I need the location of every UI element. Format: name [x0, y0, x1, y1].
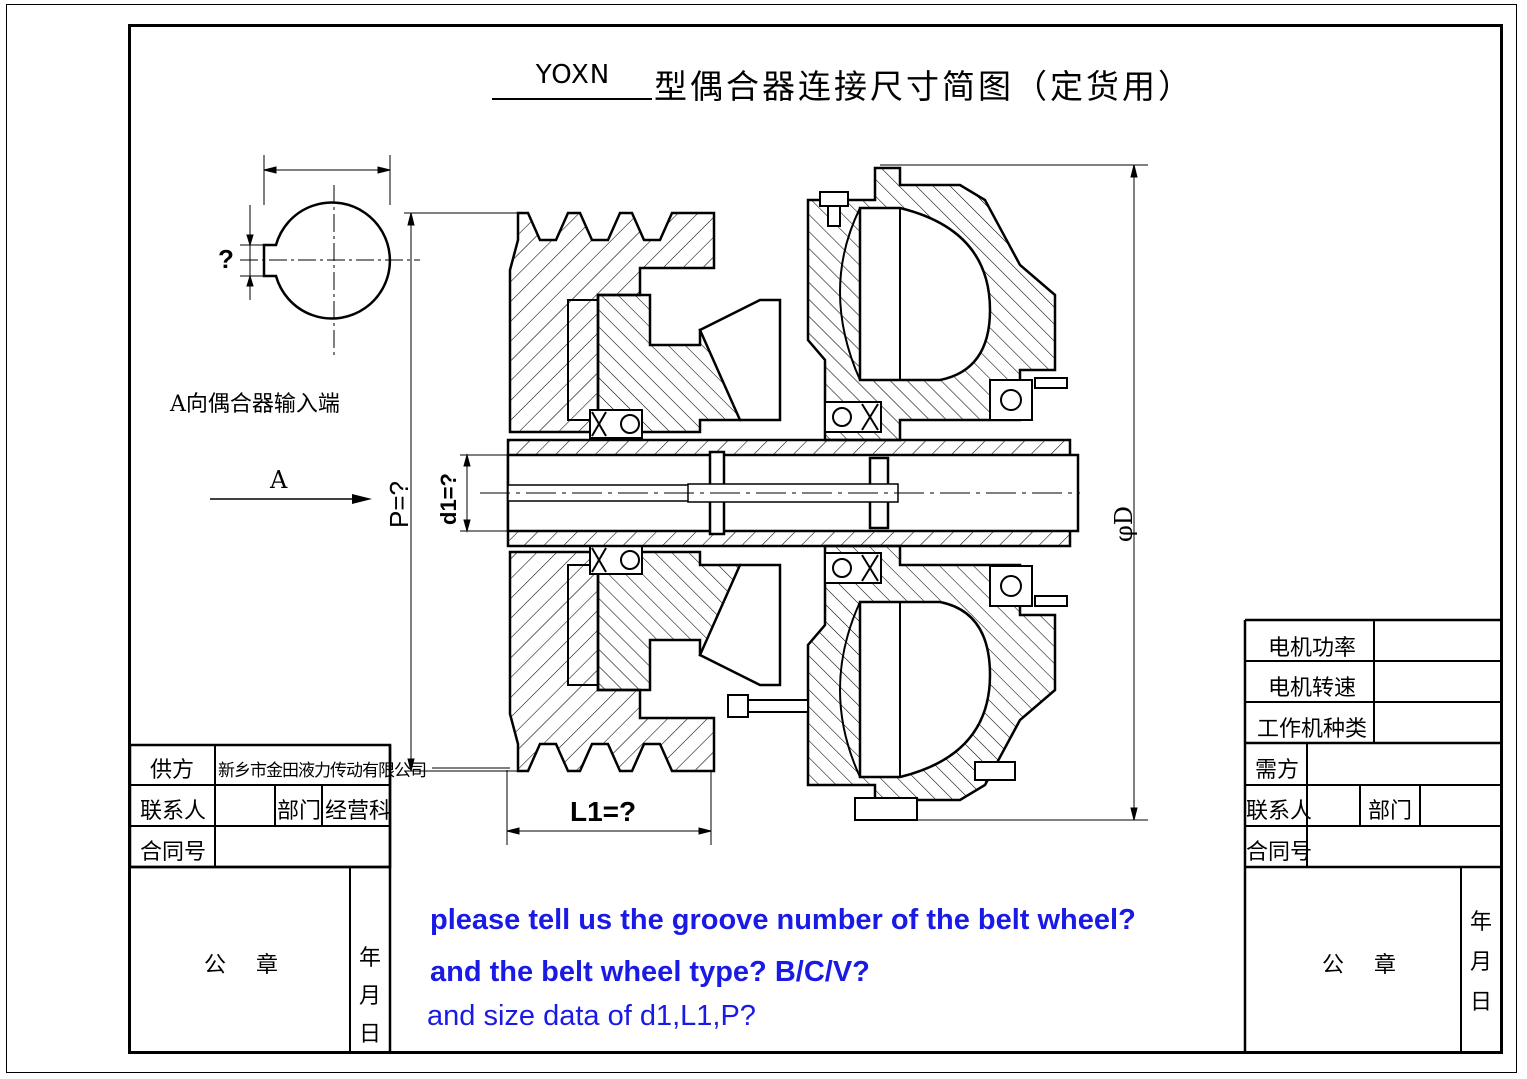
supplier-dept-label: 部门 — [277, 799, 322, 824]
bearing-right-top — [824, 379, 1033, 433]
phi-d-dimension — [880, 164, 1148, 821]
view-a-label: A — [270, 466, 288, 494]
supplier-dept-value: 经营科 — [325, 799, 392, 824]
motor-speed-label: 电机转速 — [1268, 676, 1357, 701]
hub-flange — [596, 293, 782, 692]
buyer-date-label: 年 月 日 — [1470, 910, 1493, 1015]
d1-dimension-label: d1=? — [436, 473, 461, 525]
buyer-dept-label: 部门 — [1368, 799, 1413, 824]
buyer-seal-label: 公 章 — [1322, 953, 1401, 978]
shaft — [480, 438, 1080, 548]
bolts — [727, 191, 1068, 821]
belt-wheel — [508, 211, 716, 773]
d1-dimension — [460, 453, 510, 533]
page-title: 型偶合器连接尺寸简图（定货用） — [654, 67, 1194, 106]
p-dimension — [404, 212, 520, 772]
supplier-table-lines — [128, 743, 392, 1052]
phi-d-label: φD — [1110, 505, 1138, 542]
demand-table-lines — [1243, 618, 1501, 1052]
supplier-contact-label: 联系人 — [140, 799, 207, 824]
motor-power-label: 电机功率 — [1268, 636, 1357, 661]
note-belt-type: and the belt wheel type? B/C/V? — [430, 956, 870, 988]
buyer-contract-label: 合同号 — [1246, 840, 1313, 865]
note-size-data: and size data of d1,L1,P? — [427, 1000, 756, 1032]
buyer-label: 需方 — [1255, 758, 1300, 783]
l1-dimension-label: L1=? — [570, 796, 637, 827]
model-name: YOXN — [535, 60, 611, 90]
keyway-section-view — [240, 155, 420, 355]
bearing-left-bottom — [589, 545, 643, 575]
input-end-label: A向偶合器输入端 — [170, 392, 340, 417]
l1-dimension — [506, 770, 712, 845]
supplier-date-label: 年 月 日 — [359, 946, 382, 1047]
bearing-left-top — [589, 409, 643, 439]
view-a-arrow — [210, 494, 372, 504]
drawing-frame — [128, 24, 1503, 1054]
bearing-right-bottom — [824, 552, 1033, 607]
outer-border — [6, 4, 1517, 1073]
p-dimension-label: P=? — [384, 481, 414, 528]
buyer-contact-label: 联系人 — [1246, 799, 1313, 824]
supplier-contract-label: 合同号 — [140, 840, 207, 865]
keyway-width-question: ? — [218, 244, 234, 274]
machine-type-label: 工作机种类 — [1257, 717, 1368, 742]
supplier-seal-label: 公 章 — [204, 953, 283, 978]
coupling-casing — [806, 166, 1057, 818]
note-groove-number: please tell us the groove number of the … — [430, 904, 1136, 936]
supplier-company: 新乡市金田液力传动有限公司 — [218, 761, 427, 781]
supplier-label: 供方 — [150, 758, 195, 783]
